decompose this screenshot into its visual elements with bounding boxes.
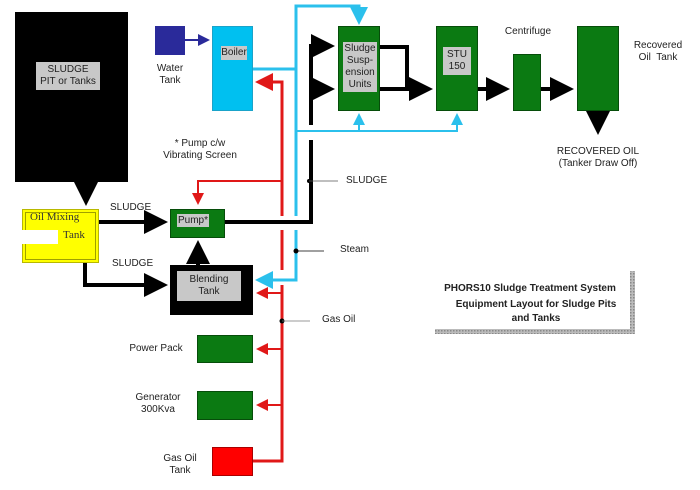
steam-lower-pipe xyxy=(296,113,463,132)
sludge-flow-label-bottom: SLUDGE xyxy=(112,258,154,269)
recovered-oil-label: RECOVERED OIL (Tanker Draw Off) xyxy=(556,146,640,169)
diagram-title-line3: and Tanks xyxy=(511,313,561,324)
gas-oil-tank[interactable] xyxy=(212,447,253,476)
diagram-title-line1: PHORS10 Sludge Treatment System xyxy=(444,283,616,294)
gas-oil-label: Gas Oil xyxy=(322,314,356,325)
steam-label: Steam xyxy=(340,244,369,255)
diagram-title-line2: Equipment Layout for Sludge Pits xyxy=(455,299,617,310)
steam-top-pipe xyxy=(294,4,368,216)
sludge-pit-label: SLUDGE PIT or Tanks xyxy=(36,62,100,90)
sludge-distribution-pipe xyxy=(309,34,335,125)
power-pack-label: Power Pack xyxy=(129,343,183,354)
boiler[interactable] xyxy=(212,26,253,111)
water-tank-label: Water Tank xyxy=(156,63,184,86)
centrifuge-label: Centrifuge xyxy=(504,26,552,37)
water-tank[interactable] xyxy=(155,26,185,55)
centrifuge[interactable] xyxy=(513,54,541,111)
generator-label: Generator 300Kva xyxy=(135,392,181,415)
boiler-label: Boiler xyxy=(221,46,247,60)
steam-to-blending-pipe xyxy=(255,230,298,289)
gas-oil-tank-label: Gas Oil Tank xyxy=(163,453,197,476)
gasoil-main-pipe xyxy=(253,285,284,463)
mixing-to-blending-pipe xyxy=(83,263,168,297)
power-pack[interactable] xyxy=(197,335,253,363)
pump-outlet-pipe xyxy=(225,140,313,224)
suspension-bypass-pipe xyxy=(380,45,409,89)
gasoil-to-boiler-pipe xyxy=(255,73,284,216)
sludge-suspension-label: Sludge Susp- ension Units xyxy=(343,42,377,92)
recovered-oil-tank[interactable] xyxy=(577,26,619,111)
recovered-oil-tank-label: Recovered Oil Tank xyxy=(633,40,683,63)
stu-150-label: STU 150 xyxy=(443,47,471,75)
oil-mixing-label-2: Tank xyxy=(63,229,85,241)
gasoil-to-pump-pipe xyxy=(192,180,282,205)
oil-mixing-mask xyxy=(22,230,58,244)
title-shadow-bottom xyxy=(435,329,635,334)
sludge-flow-label-top: SLUDGE xyxy=(110,202,152,213)
pump-label: Pump* xyxy=(177,214,209,227)
generator[interactable] xyxy=(197,391,253,420)
title-shadow-right xyxy=(630,271,635,334)
blending-tank-label: Blending Tank xyxy=(177,271,241,301)
pump-note: * Pump c/w Vibrating Screen xyxy=(163,138,237,161)
sludge-line-label: SLUDGE xyxy=(346,175,388,186)
oil-mixing-label-1: Oil Mixing xyxy=(30,211,80,223)
sludge-pit[interactable] xyxy=(15,12,128,182)
